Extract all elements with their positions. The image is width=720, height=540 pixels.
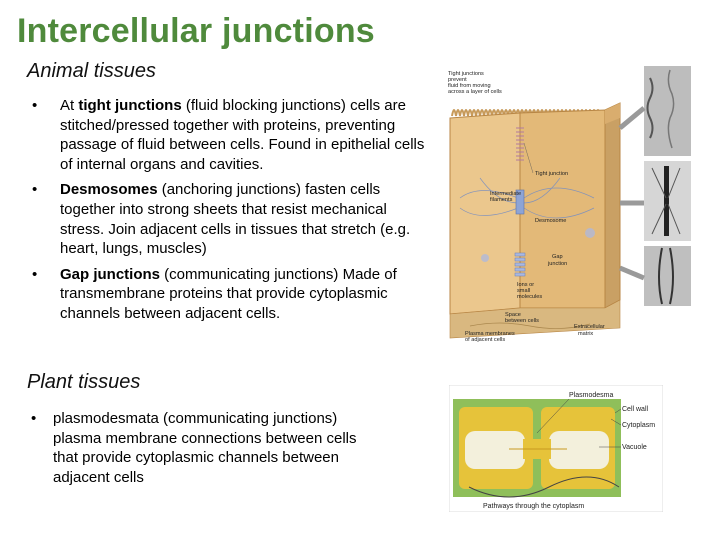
bullet-gap-junctions: • Gap junctions (communicating junctions… bbox=[32, 265, 397, 322]
label-extracellular-matrix: Extracellular bbox=[574, 324, 605, 330]
svg-text:filaments: filaments bbox=[490, 197, 513, 203]
label-desmosome: Desmosome bbox=[535, 218, 566, 224]
label-plasma-membranes: Plasma membranes bbox=[465, 331, 515, 337]
svg-text:junction: junction bbox=[547, 261, 567, 267]
label-pathways: Pathways through the cytoplasm bbox=[483, 503, 584, 510]
svg-text:across a layer of cells: across a layer of cells bbox=[448, 89, 502, 95]
svg-text:prevent: prevent bbox=[448, 77, 467, 83]
label-plasmodesma: Plasmodesma bbox=[569, 392, 613, 399]
label-cytoplasm: Cytoplasm bbox=[622, 422, 655, 429]
plant-plasmodesmata-figure: Plasmodesma Cell wall Cytoplasm Vacuole … bbox=[449, 385, 663, 512]
svg-text:fluid from moving: fluid from moving bbox=[448, 83, 491, 89]
animal-tissues-heading: Animal tissues bbox=[27, 60, 156, 82]
svg-text:between cells: between cells bbox=[505, 318, 539, 324]
plant-tissues-heading: Plant tissues bbox=[27, 371, 141, 393]
label-intermediate: Intermediate bbox=[490, 191, 521, 197]
label-tight-junction: Tight junction bbox=[535, 171, 568, 177]
label-gap-junction: Gap bbox=[552, 254, 563, 260]
label-ions: Ions or bbox=[517, 282, 534, 288]
animal-bullet-list: • At tight junctions (fluid blocking jun… bbox=[32, 96, 430, 330]
term-desmosomes: Desmosomes bbox=[60, 181, 158, 199]
bullet-plasmodesmata: • plasmodesmata (communicating junctions… bbox=[31, 410, 357, 486]
svg-text:small: small bbox=[517, 288, 530, 294]
micrograph-desmosome bbox=[644, 161, 691, 241]
plant-bullet-list: • plasmodesmata (communicating junctions… bbox=[31, 409, 383, 493]
svg-text:matrix: matrix bbox=[578, 331, 593, 337]
label-cell-wall: Cell wall bbox=[622, 406, 649, 413]
epithelial-cells-illustration bbox=[449, 102, 621, 339]
bullet-desmosomes: • Desmosomes (anchoring junctions) faste… bbox=[32, 181, 411, 258]
page-title: Intercellular junctions bbox=[17, 12, 375, 50]
svg-text:molecules: molecules bbox=[517, 294, 542, 300]
animal-junctions-figure: Tight junctions prevent fluid from movin… bbox=[448, 66, 691, 343]
label-space-between-cells: Space bbox=[505, 312, 521, 318]
bullet-tight-junctions: • At tight junctions (fluid blocking jun… bbox=[32, 97, 425, 173]
micrograph-gap-junction bbox=[644, 246, 691, 306]
label-tight-note-1: Tight junctions bbox=[448, 71, 484, 77]
label-vacuole: Vacuole bbox=[622, 444, 647, 451]
term-tight-junctions: tight junctions bbox=[78, 97, 182, 114]
svg-text:of adjacent cells: of adjacent cells bbox=[465, 337, 505, 343]
term-gap-junctions: Gap junctions bbox=[60, 265, 161, 283]
micrograph-tight-junction bbox=[644, 66, 691, 156]
